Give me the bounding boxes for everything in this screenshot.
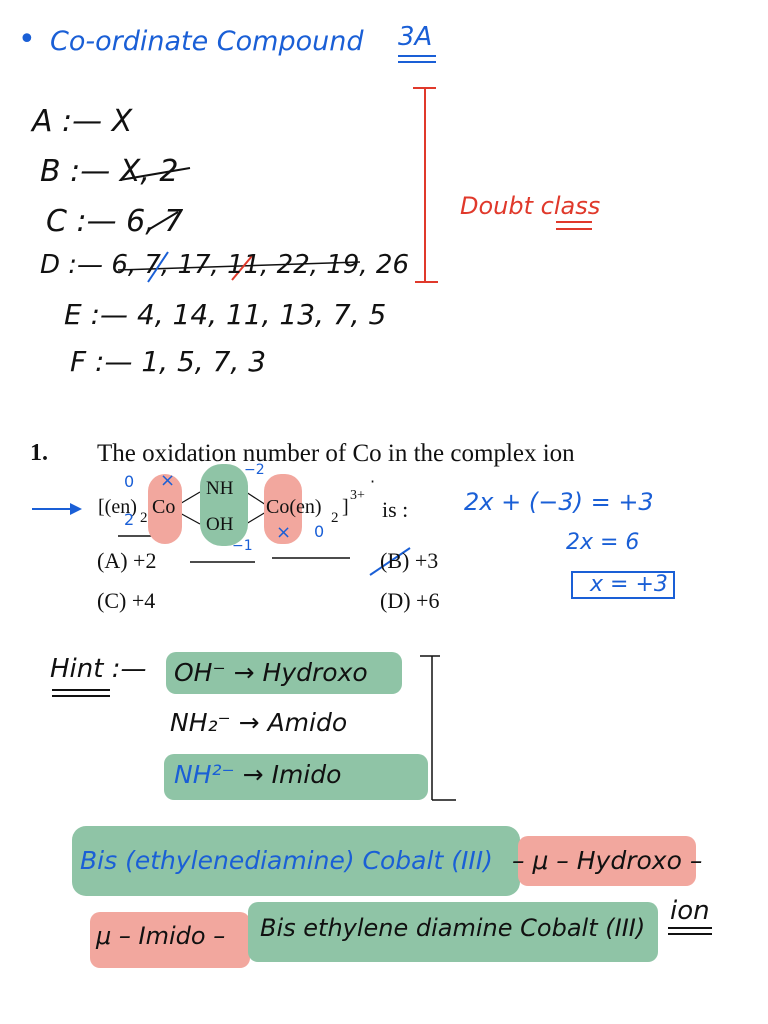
annot-minus1: −1 — [232, 538, 253, 554]
question-text: The oxidation number of Co in the comple… — [97, 440, 575, 467]
question-arrow-head — [70, 503, 82, 515]
hint-row-3-highlight — [164, 754, 428, 800]
group-f-label: F :— — [70, 345, 133, 378]
annot-x-left: × — [160, 470, 176, 491]
hint-ion-2: NH₂⁻ — [170, 708, 231, 737]
bridge-highlight — [200, 464, 248, 546]
annot-zero-left: 0 — [124, 472, 135, 491]
group-c-values: 6, 7 — [126, 204, 184, 239]
formula-left: [(en) — [98, 496, 137, 518]
group-f-values: 1, 5, 7, 3 — [141, 345, 267, 378]
option-d: (D) +6 — [380, 588, 440, 613]
name-part-4: Bis ethylene diamine Cobalt (III) — [260, 914, 646, 942]
co-highlight-right — [264, 474, 302, 544]
working-answer: x = +3 — [590, 572, 668, 597]
name-part-3: μ – Imido – — [96, 922, 226, 950]
option-a: (A) +2 — [97, 548, 157, 573]
hint-row-2: NH₂⁻ → Amido — [170, 708, 347, 737]
batch-label: 3A — [398, 22, 433, 52]
group-b: B :— X, 2 — [40, 154, 179, 189]
group-d-label: D :— — [40, 250, 104, 280]
hint-name-1: Hydroxo — [262, 658, 368, 687]
annot-dot: · — [370, 472, 376, 491]
page-title: Co-ordinate Compound — [50, 26, 364, 57]
annot-minus2: −2 — [244, 462, 265, 478]
group-a-values: X — [111, 104, 133, 139]
working-line-1: 2x + (−3) = +3 — [464, 488, 654, 516]
group-e-label: E :— — [64, 298, 129, 331]
group-a-label: A :— — [32, 104, 103, 139]
group-e: E :— 4, 14, 11, 13, 7, 5 — [64, 298, 386, 331]
hint-row-1: OH⁻ → Hydroxo — [174, 658, 368, 687]
group-a: A :— X — [32, 104, 132, 139]
title-bullet: • — [18, 22, 36, 57]
name-part-5: ion — [670, 896, 710, 926]
annot-two: 2 — [124, 510, 135, 529]
doubt-class-note: Doubt class — [460, 192, 601, 220]
name-part-1-highlight — [72, 826, 520, 896]
group-f: F :— 1, 5, 7, 3 — [70, 345, 266, 378]
bridge-oh: OH — [206, 514, 234, 535]
formula-right: Co(en) — [266, 496, 322, 518]
arrow-icon: → — [233, 658, 255, 687]
formula-sub-left: 2 — [140, 510, 148, 526]
co-highlight-left — [148, 474, 182, 544]
formula-close: ] — [342, 496, 349, 518]
option-c: (C) +4 — [97, 588, 156, 613]
formula-sub-right: 2 — [331, 510, 339, 526]
name-part-3-highlight — [90, 912, 250, 968]
option-b: (B) +3 — [380, 548, 439, 573]
group-b-label: B :— — [40, 154, 111, 189]
arrow-icon: → — [238, 708, 260, 737]
hint-row-1-highlight — [166, 652, 402, 694]
group-d-values: 6, 7, 17, 11, 22, 19, 26 — [111, 250, 409, 280]
name-part-4-highlight — [248, 902, 658, 962]
group-e-values: 4, 14, 11, 13, 7, 5 — [136, 298, 387, 331]
hint-name-3: Imido — [271, 760, 342, 789]
arrow-icon: → — [242, 760, 264, 789]
group-c: C :— 6, 7 — [46, 204, 183, 239]
question-number: 1. — [30, 440, 48, 466]
group-b-values: X, 2 — [119, 154, 179, 189]
formula-charge: 3+ — [350, 488, 365, 503]
hint-ion-3: NH²⁻ — [174, 760, 235, 789]
bridge-nh: NH — [206, 478, 234, 499]
name-part-2: – μ – Hydroxo – — [512, 846, 703, 875]
name-part-1: Bis (ethylenediamine) Cobalt (III) — [80, 846, 493, 875]
working-line-2: 2x = 6 — [566, 530, 640, 555]
hint-row-3: NH²⁻ → Imido — [174, 760, 341, 789]
annot-x-right: × — [276, 522, 292, 543]
hint-name-2: Amido — [267, 708, 348, 737]
formula-co-left: Co — [152, 496, 176, 518]
formula-suffix: is : — [382, 497, 409, 522]
annot-zero-right: 0 — [314, 522, 325, 541]
group-d: D :— 6, 7, 17, 11, 22, 19, 26 — [40, 250, 409, 280]
hint-label: Hint :— — [50, 654, 147, 684]
name-part-2-highlight — [518, 836, 696, 886]
group-c-label: C :— — [46, 204, 117, 239]
hint-ion-1: OH⁻ — [174, 658, 226, 687]
